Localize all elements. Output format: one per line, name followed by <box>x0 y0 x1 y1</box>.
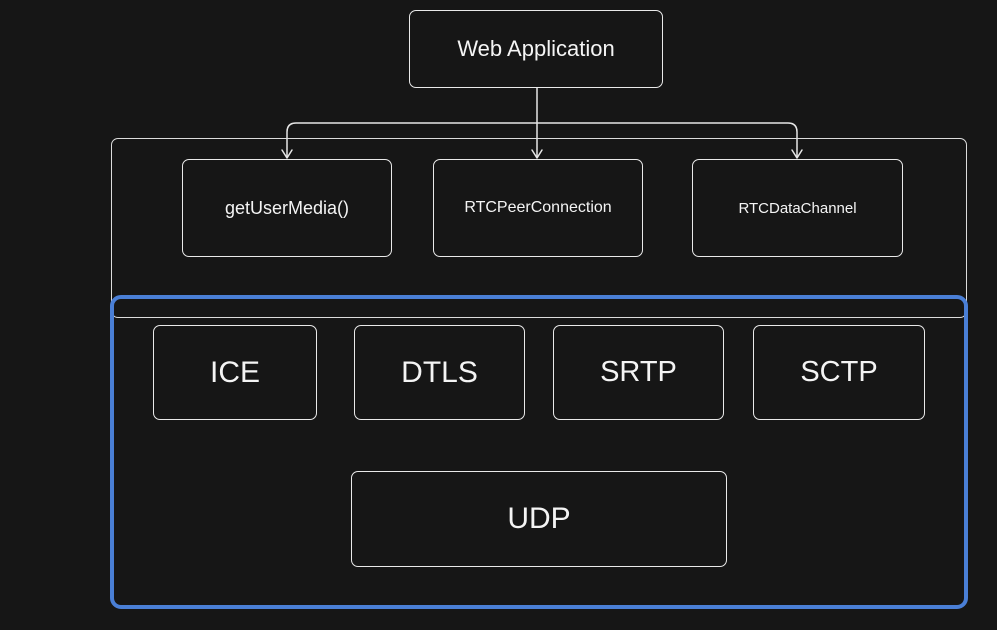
ice-label: ICE <box>209 355 260 389</box>
sctp-node: SCTP <box>753 325 925 420</box>
udp-node: UDP <box>351 471 727 567</box>
sctp-label: SCTP <box>800 356 878 388</box>
web-application-node: Web Application <box>409 10 663 88</box>
ice-node: ICE <box>153 325 317 420</box>
get-user-media-node: getUserMedia() <box>182 159 392 257</box>
transport-protocols-group <box>110 295 968 609</box>
srtp-node: SRTP <box>553 325 724 420</box>
browser-api-group-outline <box>111 138 967 318</box>
rtc-data-channel-node: RTCDataChannel <box>692 159 903 257</box>
web-application-label: Web Application <box>457 36 615 61</box>
udp-label: UDP <box>507 502 571 535</box>
dtls-node: DTLS <box>354 325 525 420</box>
get-user-media-label: getUserMedia() <box>224 197 350 218</box>
rtc-data-channel-label: RTCDataChannel <box>738 199 857 217</box>
srtp-label: SRTP <box>600 356 677 388</box>
rtc-peer-connection-label: RTCPeerConnection <box>464 199 612 216</box>
dtls-label: DTLS <box>401 355 478 389</box>
rtc-peer-connection-node: RTCPeerConnection <box>433 159 643 257</box>
